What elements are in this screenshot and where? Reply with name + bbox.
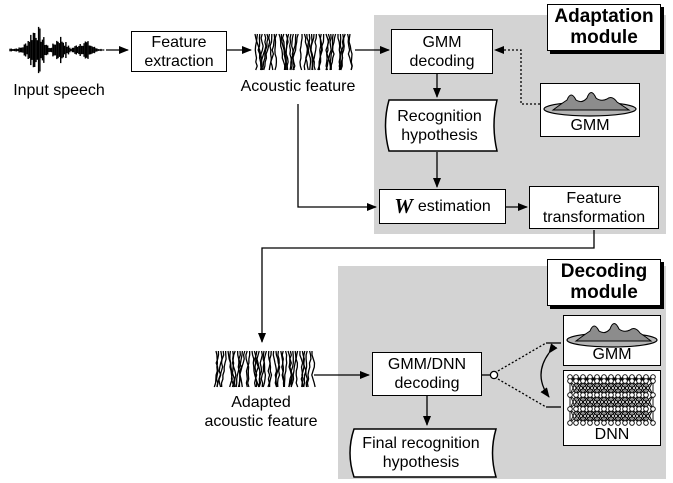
feature-transformation-box: Feature transformation	[529, 186, 659, 229]
recognition-hypothesis-text: Recognition hypothesis	[397, 107, 482, 144]
acoustic-feature-label: Acoustic feature	[240, 78, 356, 95]
w-estimation-box: W estimation	[379, 189, 506, 224]
gmm-label-decoding: GMM	[592, 346, 632, 363]
w-symbol: W	[394, 194, 413, 218]
arrow-feature-to-w-estimation	[297, 104, 377, 211]
gmm-distribution-icon	[566, 323, 658, 348]
final-hypothesis-box: Final recognition hypothesis	[345, 428, 497, 478]
neural-network-icon	[567, 374, 656, 426]
adapted-feature-label: Adapted acoustic feature	[204, 394, 318, 430]
w-estimation-text: estimation	[417, 198, 491, 215]
decoding-module-title: Decoding module	[547, 259, 661, 306]
gmm-distribution-icon	[543, 92, 637, 117]
adaptation-module-title: Adaptation module	[547, 4, 661, 51]
gmm-decoding-box: GMM decoding	[391, 29, 493, 74]
dnn-label: DNN	[594, 426, 630, 443]
switch-node	[489, 370, 499, 380]
arrow-transformation-to-adapted	[258, 230, 595, 343]
feature-extraction-box: Feature extraction	[131, 31, 227, 72]
dotted-switch-to-gmm	[497, 342, 547, 372]
gmm-dnn-decoding-box: GMM/DNN decoding	[372, 352, 482, 396]
final-hypothesis-text: Final recognition hypothesis	[362, 435, 480, 471]
recognition-hypothesis-box: Recognition hypothesis	[381, 99, 498, 152]
gmm-label-adaptation: GMM	[570, 117, 610, 134]
dotted-switch-to-dnn	[497, 378, 547, 408]
gmm-model-box-adaptation: GMM	[540, 83, 640, 137]
dotted-arrow-gmm-to-decoding	[494, 46, 548, 105]
input-speech-label: Input speech	[13, 82, 105, 99]
gmm-model-box-decoding: GMM	[563, 315, 661, 366]
switch-curved-arrow	[540, 343, 558, 398]
dnn-model-box: DNN	[563, 370, 661, 446]
